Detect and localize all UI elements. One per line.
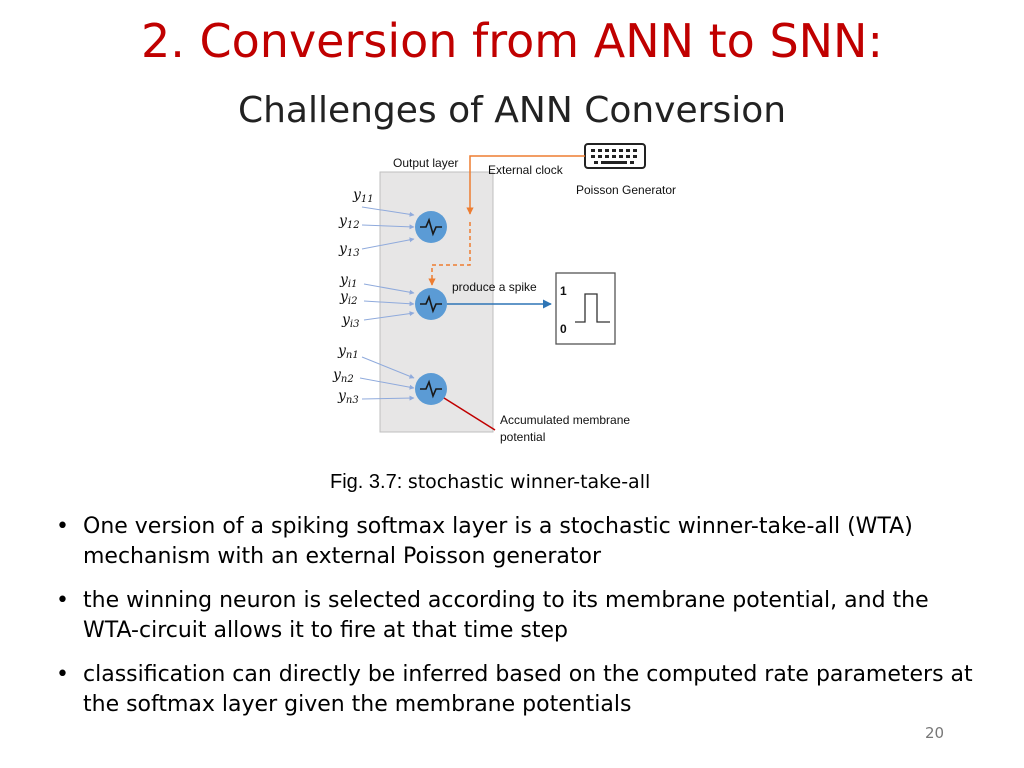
input-label-yn2: yn2 bbox=[332, 367, 354, 385]
figure-caption-text: stochastic winner-take-all bbox=[407, 471, 651, 493]
produce-spike-label: produce a spike bbox=[452, 280, 537, 294]
neuron-1 bbox=[415, 211, 447, 243]
input-label-y11: y11 bbox=[352, 187, 374, 205]
bullet-dot-icon: • bbox=[56, 514, 69, 539]
input-label-yi2: yi2 bbox=[339, 289, 357, 307]
bullet-item: • the winning neuron is selected accordin… bbox=[56, 586, 986, 646]
input-label-yn1: yn1 bbox=[337, 343, 359, 361]
input-labels: y11 y12 y13 yi1 yi2 yi3 yn1 yn2 yn3 bbox=[332, 187, 374, 406]
page-number: 20 bbox=[925, 724, 945, 742]
external-clock-label: External clock bbox=[488, 163, 564, 177]
slide-title: 2. Conversion from ANN to SNN: bbox=[141, 14, 883, 68]
wta-diagram: Output layer External clock Poisson Gene… bbox=[332, 143, 676, 444]
neuron-i bbox=[415, 288, 447, 320]
spike-high-label: 1 bbox=[560, 284, 567, 298]
input-label-y12: y12 bbox=[338, 213, 360, 231]
bullet-text: classification can directly be inferred … bbox=[83, 662, 973, 717]
external-clock-connector bbox=[428, 155, 585, 286]
slide-subtitle: Challenges of ANN Conversion bbox=[237, 90, 787, 131]
figure-caption: Fig. 3.7: stochastic winner-take-all bbox=[330, 471, 650, 494]
input-label-yi3: yi3 bbox=[341, 312, 359, 330]
bullet-dot-icon: • bbox=[56, 588, 69, 613]
bullet-item: • One version of a spiking softmax layer … bbox=[56, 512, 986, 572]
bullet-item: • classification can directly be inferred… bbox=[56, 660, 986, 720]
membrane-potential-line bbox=[443, 397, 496, 431]
figure-caption-prefix: Fig. 3.7: bbox=[330, 471, 403, 493]
spike-plot: 1 0 bbox=[555, 272, 616, 345]
neuron-n bbox=[415, 373, 447, 405]
poisson-generator-label: Poisson Generator bbox=[576, 183, 676, 197]
bullet-text: the winning neuron is selected according… bbox=[83, 588, 929, 643]
spike-low-label: 0 bbox=[560, 322, 567, 336]
accumulated-label-line1: Accumulated membrane bbox=[500, 413, 630, 427]
input-label-yi1: yi1 bbox=[339, 272, 357, 290]
bullet-list: • One version of a spiking softmax layer … bbox=[56, 512, 986, 734]
bullet-text: One version of a spiking softmax layer i… bbox=[83, 514, 913, 569]
accumulated-label-line2: potential bbox=[500, 430, 545, 444]
input-label-yn3: yn3 bbox=[337, 388, 359, 406]
keyboard-icon bbox=[584, 143, 646, 169]
bullet-dot-icon: • bbox=[56, 662, 69, 687]
input-label-y13: y13 bbox=[338, 241, 360, 259]
input-arrows bbox=[359, 206, 415, 401]
output-layer-label: Output layer bbox=[393, 156, 458, 170]
